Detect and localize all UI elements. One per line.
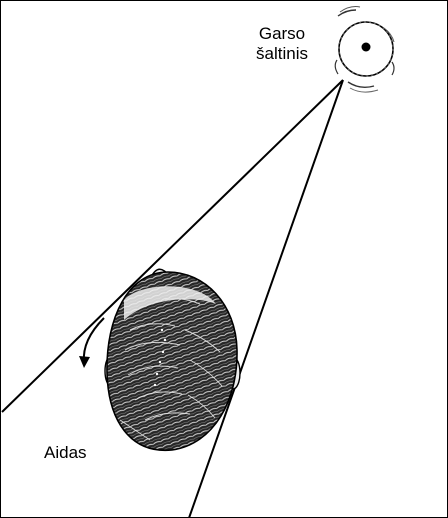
sound-source-icon (335, 7, 394, 93)
sound-source-label: Garso šaltinis (252, 24, 312, 64)
echo-label: Aidas (44, 443, 87, 463)
sound-source-label-line2: šaltinis (252, 44, 312, 64)
sound-source-label-line1: Garso (252, 24, 312, 44)
head-top-view-icon (105, 269, 240, 450)
